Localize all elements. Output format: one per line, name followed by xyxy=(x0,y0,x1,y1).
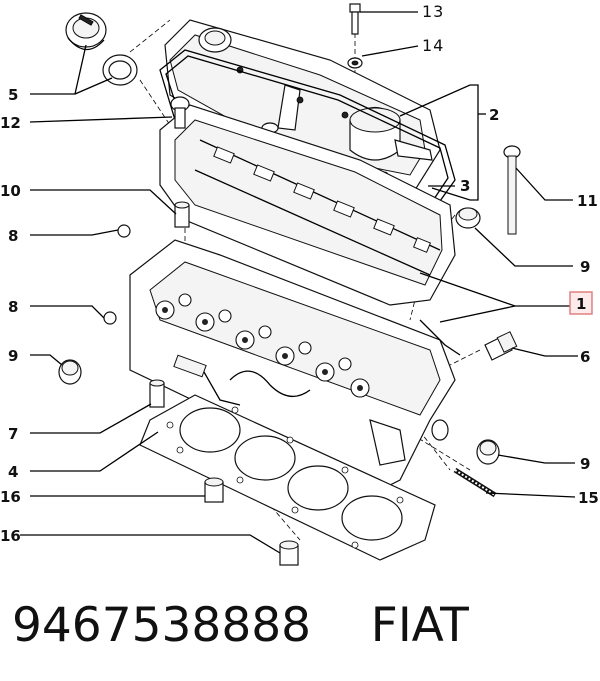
cylinder-head xyxy=(129,239,461,491)
exploded-parts-diagram: 13 14 5 12 2 3 10 11 8 9 1 8 6 9 7 4 9 1… xyxy=(0,2,599,566)
callout-2: 2 xyxy=(489,106,499,124)
dowel-16-b xyxy=(279,540,299,566)
callout-1: 1 xyxy=(576,295,586,313)
plug-9-right xyxy=(476,439,500,465)
bolt-12 xyxy=(170,96,190,129)
sensor-6 xyxy=(484,331,518,361)
washer-14 xyxy=(347,57,363,69)
plug-9-left xyxy=(58,359,82,385)
bolt-13 xyxy=(349,3,361,35)
callout-6: 6 xyxy=(580,348,590,366)
callout-10: 10 xyxy=(0,182,21,200)
callout-13: 13 xyxy=(422,2,444,21)
bolt-11 xyxy=(503,145,521,235)
callout-15: 15 xyxy=(578,489,599,507)
ring-8-b xyxy=(103,311,117,325)
dowel-16-a xyxy=(204,477,224,503)
callout-5: 5 xyxy=(8,86,18,104)
callout-16-mid: 16 xyxy=(0,488,21,506)
head-gasket xyxy=(139,394,436,561)
callout-9-top: 9 xyxy=(580,258,590,276)
stud-15 xyxy=(453,467,497,498)
callout-14: 14 xyxy=(422,36,444,55)
highlight-box-part-1 xyxy=(569,291,593,315)
callout-11: 11 xyxy=(577,192,598,210)
filler-cap-seal xyxy=(102,54,138,86)
leader-lines xyxy=(20,11,578,554)
camshaft-carrier xyxy=(159,104,456,306)
ring-8-a xyxy=(117,224,131,238)
callout-12: 12 xyxy=(0,114,21,132)
callout-8-mid: 8 xyxy=(8,298,18,316)
callout-9-left: 9 xyxy=(8,347,18,365)
callout-4: 4 xyxy=(8,463,18,481)
oil-filler-cap xyxy=(65,12,107,51)
callout-3: 3 xyxy=(460,177,470,195)
callout-16-bottom: 16 xyxy=(0,527,21,545)
callout-7: 7 xyxy=(8,425,18,443)
part-number-caption: 9467538888 FIAT xyxy=(12,598,469,653)
bushing-7 xyxy=(149,379,165,408)
callout-9-right: 9 xyxy=(580,455,590,473)
callout-8-top: 8 xyxy=(8,227,18,245)
bushing-10 xyxy=(174,201,190,228)
plug-9-top xyxy=(455,207,481,229)
